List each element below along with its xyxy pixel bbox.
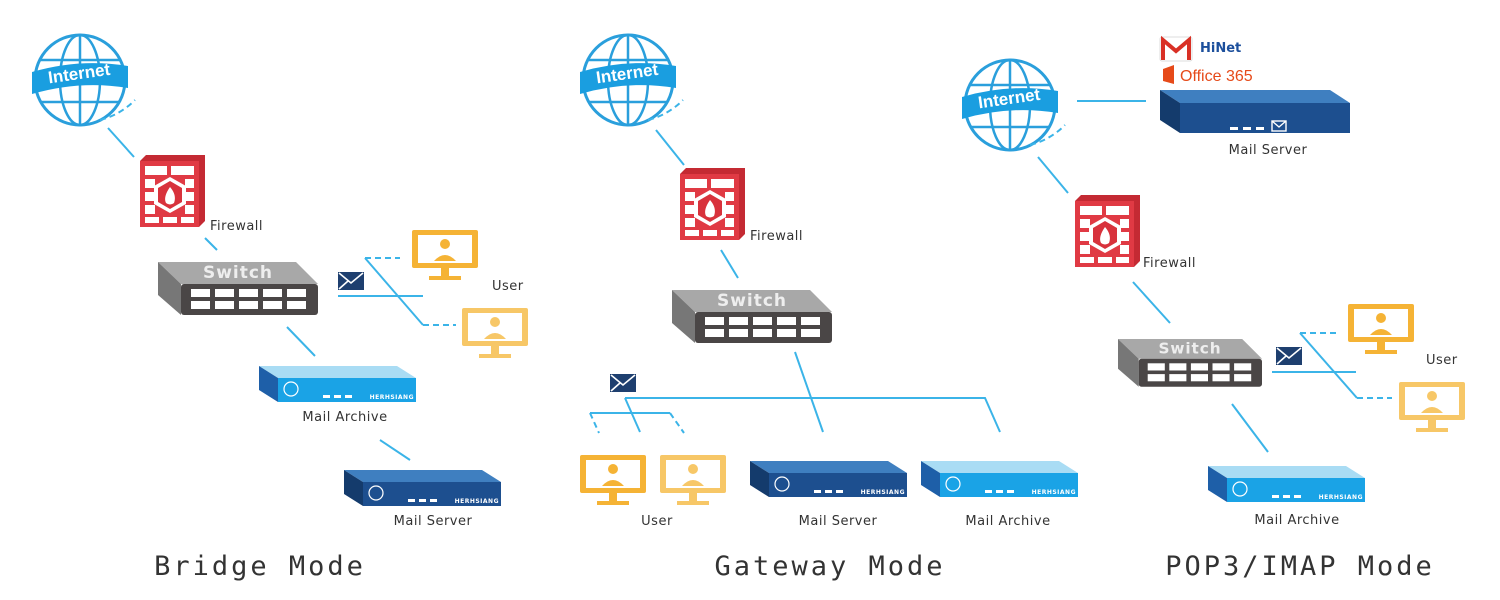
- switch-icon: Switch: [1118, 339, 1262, 387]
- mode-title: Bridge Mode: [154, 551, 366, 582]
- internet-globe-icon: Internet: [578, 33, 685, 127]
- brand-label: HERHSIANG: [1319, 494, 1363, 501]
- envelope-icon: [337, 271, 365, 291]
- firewall-label: Firewall: [750, 229, 803, 244]
- firewall-icon: [140, 155, 205, 227]
- brand-label: HERHSIANG: [455, 498, 499, 505]
- office365-label: Office 365: [1180, 68, 1253, 85]
- mail-server-label: Mail Server: [1229, 143, 1308, 158]
- office365-logo: Office 365: [1163, 65, 1253, 85]
- hinet-logo: HiNet: [1200, 41, 1241, 56]
- gateway-mode-diagram: Internet Firewall Switch User HERHSIANG …: [578, 33, 1079, 582]
- firewall-label: Firewall: [210, 219, 263, 234]
- bridge-mode-diagram: Internet Firewall Switch User HERHSIANG …: [30, 33, 528, 582]
- mail-server-appliance-icon: [1160, 90, 1350, 133]
- mail-archive-label: Mail Archive: [302, 410, 387, 425]
- envelope-icon: [609, 373, 637, 393]
- pop3-imap-mode-diagram: Internet HiNet Office 365 Mail Server Fi…: [960, 35, 1465, 582]
- mode-title: POP3/IMAP Mode: [1165, 551, 1435, 582]
- mail-server-label: Mail Server: [799, 514, 878, 529]
- mail-archive-label: Mail Archive: [1254, 513, 1339, 528]
- mail-archive-appliance-icon: HERHSIANG: [258, 365, 417, 403]
- switch-label: Switch: [717, 291, 787, 311]
- user-monitor-icon: [412, 230, 478, 280]
- user-monitor-icon: [462, 308, 528, 358]
- mail-archive-label: Mail Archive: [965, 514, 1050, 529]
- internet-globe-icon: Internet: [30, 33, 137, 127]
- mode-title: Gateway Mode: [714, 551, 945, 582]
- firewall-label: Firewall: [1143, 256, 1196, 271]
- user-label: User: [641, 514, 673, 529]
- user-monitor-icon: [580, 455, 646, 505]
- brand-label: HERHSIANG: [861, 489, 905, 496]
- switch-label: Switch: [203, 263, 273, 283]
- firewall-icon: [680, 168, 745, 240]
- connection-lines: [107, 127, 456, 461]
- connection-lines: [589, 129, 1001, 434]
- internet-globe-icon: Internet: [960, 58, 1067, 152]
- switch-label: Switch: [1158, 339, 1221, 357]
- brand-label: HERHSIANG: [370, 394, 414, 401]
- switch-icon: Switch: [672, 290, 832, 343]
- mail-server-appliance-icon: HERHSIANG: [343, 469, 502, 507]
- mail-server-label: Mail Server: [394, 514, 473, 529]
- mail-provider-logos: HiNet Office 365: [1159, 35, 1253, 85]
- firewall-icon: [1075, 195, 1140, 267]
- mail-archive-appliance-icon: HERHSIANG: [920, 460, 1079, 498]
- user-monitor-icon: [1348, 304, 1414, 354]
- envelope-icon: [1275, 346, 1303, 366]
- brand-label: HERHSIANG: [1032, 489, 1076, 496]
- mail-server-appliance-icon: HERHSIANG: [749, 460, 908, 498]
- mail-archive-appliance-icon: HERHSIANG: [1207, 465, 1366, 503]
- user-monitor-icon: [1399, 382, 1465, 432]
- user-label: User: [1426, 353, 1458, 368]
- user-label: User: [492, 279, 524, 294]
- connection-lines: [1037, 100, 1392, 453]
- gmail-logo: [1159, 35, 1193, 62]
- switch-icon: Switch: [158, 262, 318, 315]
- user-monitor-icon: [660, 455, 726, 505]
